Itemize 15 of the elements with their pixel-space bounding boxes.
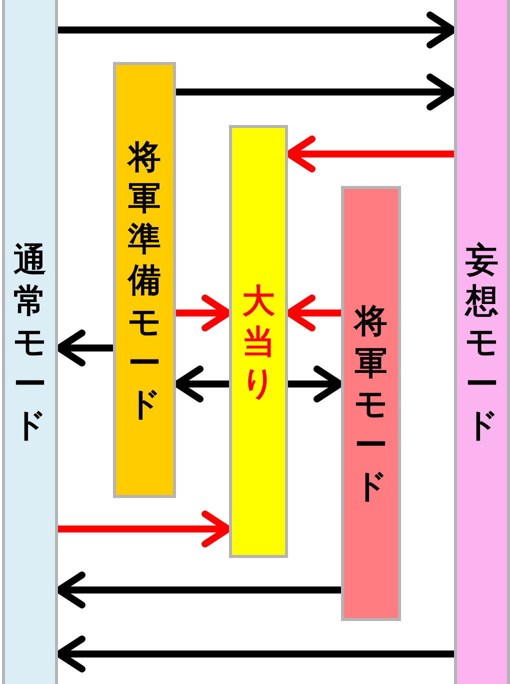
mode-bar [341, 186, 401, 621]
mode-bar [2, 0, 58, 684]
mode-label: 通常モード [12, 238, 48, 446]
arrow [176, 294, 232, 332]
mode-label: 将軍モード [353, 300, 389, 507]
arrow [58, 12, 456, 48]
mode-bar [113, 62, 176, 498]
mode-label: 妄想モード [464, 238, 500, 446]
arrow [288, 366, 344, 402]
arrow [58, 510, 232, 548]
mode-label: 大当り [240, 280, 276, 404]
mode-label: 将軍準備モード [126, 136, 162, 424]
mode-bar [454, 0, 510, 684]
arrow [176, 74, 456, 110]
mode-bar [229, 125, 288, 558]
